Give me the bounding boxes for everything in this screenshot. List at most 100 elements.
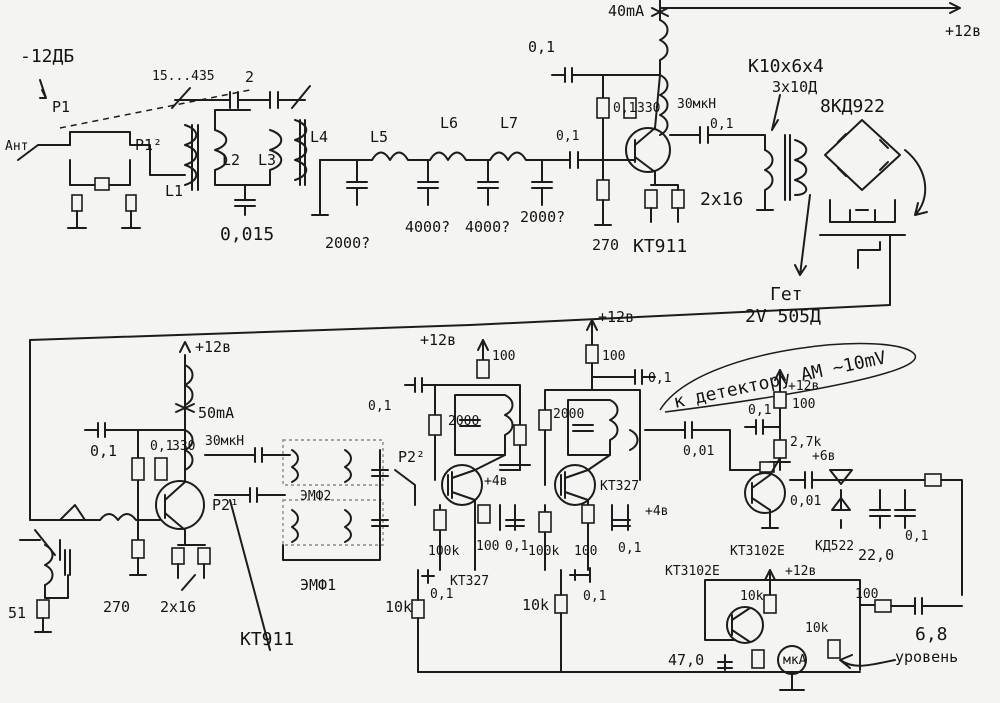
- right-drain: [587, 454, 611, 471]
- emf2-output-coil: [344, 449, 352, 483]
- attenuator-resistor: [94, 177, 110, 191]
- bottom-circuit: [19, 319, 963, 691]
- current-meter-40ma: [651, 0, 669, 21]
- label-core: K10x6x4: [748, 56, 824, 77]
- label-cap-01-f: 0,1: [905, 529, 928, 544]
- label-res-330: 330: [637, 101, 660, 116]
- res-left-bias: [131, 457, 145, 481]
- coil-l2: [214, 129, 228, 171]
- res-meter-emitter: [751, 649, 765, 669]
- bridge-return-arrow: [904, 149, 928, 216]
- emf2-outline: [282, 439, 384, 486]
- label-res-100k-a: 100k: [428, 544, 459, 559]
- cap-01-mid: [404, 377, 521, 471]
- label-meter: мкА: [783, 653, 807, 668]
- right-tank-cap: [572, 424, 594, 432]
- mosfet-right-leads: [560, 469, 589, 501]
- ground-51: [34, 617, 52, 633]
- transistor-det-leads: [751, 474, 771, 511]
- label-generator-model: 2V 505Д: [745, 306, 821, 327]
- right-rail: [544, 389, 641, 486]
- top-circuit: [17, 0, 961, 276]
- label-relay-p1-2: P1²: [135, 136, 162, 154]
- output-primary: [756, 149, 774, 211]
- label-l3: L3: [258, 151, 276, 169]
- ladder-cap-2000a: [346, 159, 368, 206]
- relay-p1-contact: [69, 131, 186, 176]
- cap-01-f: [894, 489, 916, 529]
- label-res-01-left: 0,1: [150, 439, 173, 454]
- diode-bridge: [824, 119, 901, 191]
- cap-01-in: [569, 151, 636, 169]
- res-100-c: [585, 344, 599, 364]
- cap-01-out: [669, 126, 766, 151]
- res-01-left: [154, 457, 168, 481]
- res-2x16-a: [644, 189, 658, 209]
- label-l5: L5: [370, 128, 388, 146]
- label-res-100-d: 100: [574, 544, 597, 559]
- res-100k-a: [433, 509, 447, 531]
- cap-01-e: [569, 567, 591, 583]
- label-supply-12v-bot: +12в: [785, 564, 816, 579]
- mid-drain: [474, 454, 531, 471]
- label-antenna: Ант: [5, 139, 28, 154]
- label-cap-2: 2: [245, 68, 254, 86]
- bridge-load-cap: [849, 209, 876, 223]
- det-emitter-ground: [761, 509, 779, 529]
- label-diode: КД522: [815, 539, 854, 554]
- label-l6: L6: [440, 114, 458, 132]
- mid-source-net: [439, 499, 516, 571]
- choke-left-supply: [184, 364, 194, 406]
- label-cap-01-left: 0,1: [90, 442, 117, 460]
- ladder-cap-4000b: [477, 159, 499, 206]
- mosfet-right: [554, 464, 596, 506]
- diode-kd522-top: [829, 469, 853, 485]
- transformer-secondary: [794, 139, 808, 196]
- cap-01-d: [611, 519, 631, 527]
- cap-01-c: [421, 569, 435, 584]
- label-transistor-left: KT911: [240, 629, 294, 650]
- supply-rail-top: [659, 2, 961, 14]
- coil-l5: [371, 151, 431, 161]
- cap-0015: [234, 184, 256, 216]
- mosfet-mid-leads: [447, 469, 476, 501]
- label-cap-2000-mid: 2000: [448, 414, 479, 429]
- res-27k: [773, 439, 787, 459]
- emitter-left: [177, 529, 206, 546]
- label-bridge: 8КД922: [820, 96, 885, 117]
- label-res-10k-a: 10k: [385, 598, 412, 616]
- transformer-core: [784, 134, 791, 201]
- res-mid-side: [513, 424, 527, 446]
- cap-001-a: [644, 421, 731, 471]
- label-res-100k-b: 100k: [528, 544, 559, 559]
- label-bias-4v: +4в: [484, 474, 507, 489]
- label-l1: L1: [165, 182, 183, 200]
- label-cap-01-mid: 0,1: [368, 399, 391, 414]
- res-270: [596, 179, 610, 201]
- detector-note-bubble: [659, 342, 916, 413]
- label-cap-01-in: 0,1: [556, 129, 579, 144]
- res-51: [36, 599, 50, 619]
- label-cap-001-a: 0,01: [683, 444, 714, 459]
- supply-mid-arrow: [477, 339, 489, 351]
- res-10k-c: [763, 594, 777, 614]
- res-100k-b: [538, 511, 552, 533]
- kt911-pointer: [181, 499, 271, 651]
- choke-supply: [659, 19, 669, 76]
- coil-l7: [489, 151, 571, 161]
- meter-supply-arrow: [764, 569, 776, 581]
- label-supply-in: -12ДБ: [20, 46, 74, 67]
- transistor-kt3102e: [726, 606, 764, 644]
- label-cap-4000b: 4000?: [465, 218, 510, 236]
- label-trimmer-range: 15...435: [152, 69, 215, 84]
- cap-01-left: [84, 422, 186, 438]
- label-cap-2000-right: 2000: [553, 407, 584, 422]
- res-2x16-left-a: [171, 547, 185, 565]
- label-current-40ma: 40mA: [608, 2, 644, 20]
- supply-left-arrow: [179, 341, 191, 353]
- bridge-diodes: [837, 133, 889, 177]
- label-supply-12v-left: +12в: [195, 338, 231, 356]
- level-arrow: [839, 654, 896, 669]
- label-supply-12v-det: +12в: [788, 379, 819, 394]
